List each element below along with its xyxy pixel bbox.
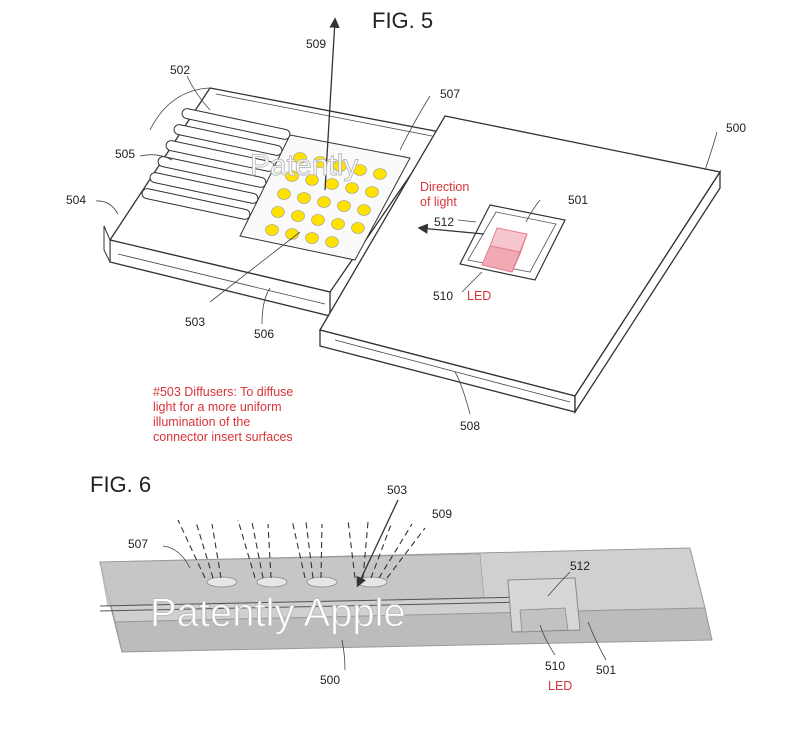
annotation-line-1: #503 Diffusers: To diffuse <box>153 385 293 399</box>
light-ray <box>211 523 222 579</box>
diffuser-dot <box>291 210 305 222</box>
diffuser-dot <box>277 188 291 200</box>
fig6-ref-512: 512 <box>570 559 590 573</box>
fig6-drawing: Patently Apple <box>99 499 713 671</box>
diffuser-dot <box>351 222 365 234</box>
fig6-light-rays <box>177 519 426 579</box>
light-ray <box>177 519 206 579</box>
diffuser-dot <box>317 196 331 208</box>
diffuser-dot <box>333 160 347 172</box>
fig5-ref-512: 512 <box>434 215 454 229</box>
fig5-title: FIG. 5 <box>372 8 433 33</box>
fig5-ref-503: 503 <box>185 315 205 329</box>
fig5-ref-506: 506 <box>254 327 274 341</box>
fig6-ref-507: 507 <box>128 537 148 551</box>
diffuser-dot <box>337 200 351 212</box>
diffuser-dot <box>265 224 279 236</box>
fig6-watermark: Patently Apple <box>150 591 406 635</box>
fig5-ref-508: 508 <box>460 419 480 433</box>
fig5-diffuser-dots <box>265 152 387 248</box>
diffuser-dot <box>345 182 359 194</box>
fig6-ref-510: 510 <box>545 659 565 673</box>
fig5-contact-grooves <box>141 108 291 220</box>
fig5-ref-500: 500 <box>726 121 746 135</box>
diffuser-dot <box>325 236 339 248</box>
diffuser-dot <box>305 232 319 244</box>
fig5-watermark: Patently <box>250 149 358 182</box>
fig5-ref-510: 510 <box>433 289 453 303</box>
annotation-line-2: light for a more uniform <box>153 400 282 414</box>
annotation-line-3: illumination of the <box>153 415 250 429</box>
diffuser-dot <box>271 206 285 218</box>
fig5-led-block <box>481 227 528 273</box>
diffuser-dot <box>353 164 367 176</box>
fig6-diffuser <box>256 576 288 588</box>
diffuser-dot <box>311 214 325 226</box>
light-ray <box>320 523 323 579</box>
diffuser-dot <box>305 174 319 186</box>
fig6-ref-501: 501 <box>596 663 616 677</box>
diffuser-dot <box>373 168 387 180</box>
fig5-direction-label-line1: Direction <box>420 180 469 194</box>
fig6-ref-509: 509 <box>432 507 452 521</box>
fig6-title: FIG. 6 <box>90 472 151 497</box>
fig5-housing-right-side <box>574 169 721 415</box>
diffuser-dot <box>297 192 311 204</box>
fig6-diffuser <box>306 576 338 588</box>
fig5-plug-left-side <box>103 225 111 263</box>
fig5-drawing: Patently <box>95 17 722 415</box>
fig5-ref-502: 502 <box>170 63 190 77</box>
fig5-led-label: LED <box>467 289 491 303</box>
diffuser-dot <box>285 170 299 182</box>
light-ray <box>237 519 256 579</box>
diffuser-dot <box>357 204 371 216</box>
fig6-led-label: LED <box>548 679 572 693</box>
diffuser-dot <box>285 228 299 240</box>
light-ray <box>378 523 413 579</box>
diffuser-annotation: #503 Diffusers: To diffuse light for a m… <box>153 385 293 444</box>
diffuser-dot <box>365 186 379 198</box>
diffuser-dot <box>331 218 345 230</box>
fig5-direction-label-line2: of light <box>420 195 457 209</box>
fig6-diffuser <box>206 576 238 588</box>
light-ray <box>386 527 426 579</box>
light-ray <box>267 523 272 579</box>
fig5-ref-501: 501 <box>568 193 588 207</box>
diffuser-dot <box>293 152 307 164</box>
fig5-ref-509: 509 <box>306 37 326 51</box>
annotation-line-4: connector insert surfaces <box>153 430 293 444</box>
fig6-ref-500: 500 <box>320 673 340 687</box>
fig6-ref-503: 503 <box>387 483 407 497</box>
fig5-ref-504: 504 <box>66 193 86 207</box>
fig5-ref-507: 507 <box>440 87 460 101</box>
fig5-ref-505: 505 <box>115 147 135 161</box>
